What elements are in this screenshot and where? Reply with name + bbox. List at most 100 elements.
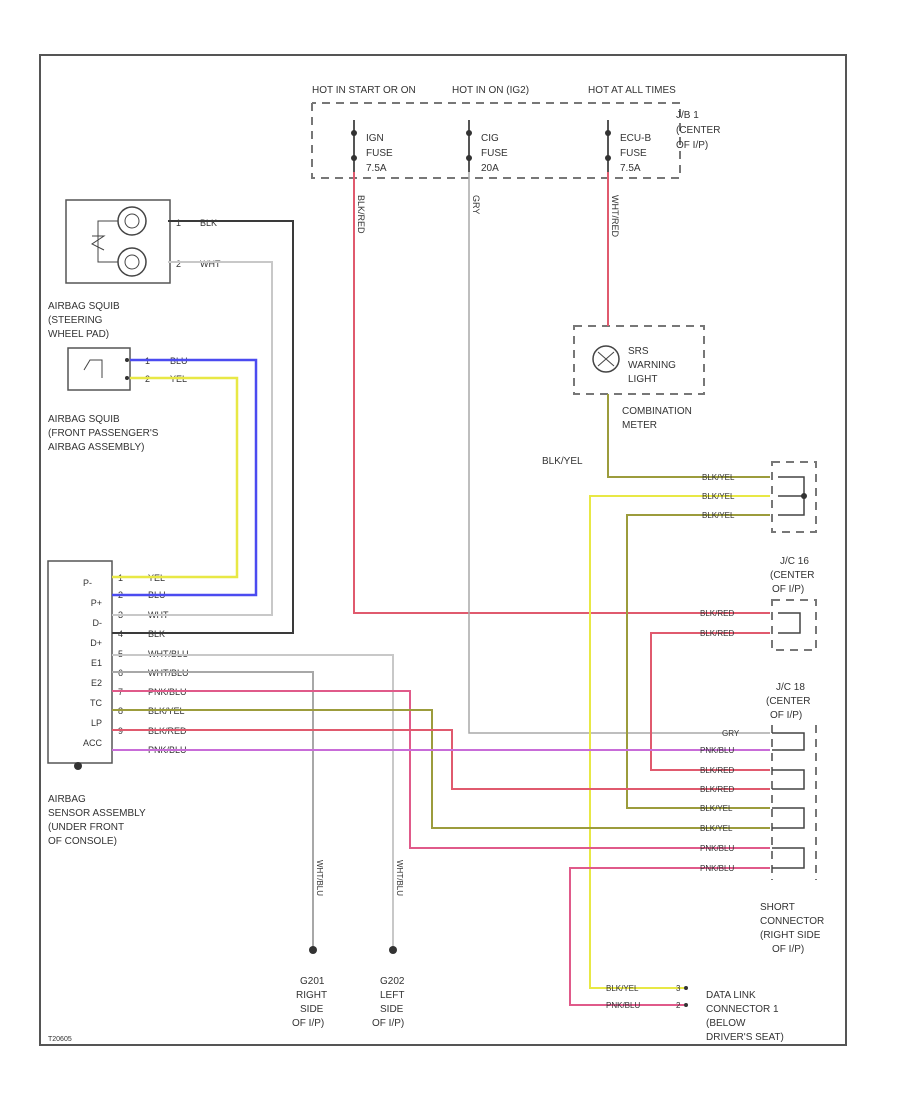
fuse-ecu-b-label: FUSE xyxy=(620,148,647,159)
wire-blk-yel-lamp xyxy=(607,394,770,478)
fuse-ign-rating: 7.5A xyxy=(366,163,387,174)
fuse-ign-label: FUSE xyxy=(366,148,393,159)
wire-blk-yel-dlc xyxy=(589,495,770,989)
jc13-wire-2: PNK/BLU xyxy=(700,746,734,755)
g202-name: G202 xyxy=(380,976,405,987)
fuse-cig-rating: 20A xyxy=(481,163,499,174)
sensor-terminal-8: LP xyxy=(91,718,102,728)
wire-blk-red-acc xyxy=(112,729,770,790)
jc13-wire-1: GRY xyxy=(722,729,740,738)
wire-wht-blu-g201 xyxy=(112,654,394,948)
fuse-box: HOT IN START OR ON HOT IN ON (IG2) HOT A… xyxy=(311,85,720,179)
fuse-ecu-b: ECU-B FUSE 7.5A xyxy=(605,120,651,174)
wire-blu-passenger xyxy=(112,358,258,597)
g201-label-1: RIGHT xyxy=(296,990,327,1001)
jc16-label-3: OF I/P) xyxy=(772,584,804,595)
lamp-wire-label: BLK/YEL xyxy=(542,456,583,467)
steering-pad-label-3: WHEEL PAD) xyxy=(48,329,109,340)
short-connector-label-2: CONNECTOR xyxy=(760,916,824,927)
jc18-label-2: (CENTER xyxy=(766,696,810,707)
srs-warning-lamp: SRS WARNING LIGHT COMBINATION METER xyxy=(573,325,705,431)
steering-pad-pin-2: 2 xyxy=(176,259,181,269)
sensor-terminal-9: ACC xyxy=(83,738,103,748)
steering-pad-squib: AIRBAG SQUIB (STEERING WHEEL PAD) xyxy=(48,199,171,340)
wire-gry-cig xyxy=(468,172,770,734)
sensor-terminal-6: E2 xyxy=(91,678,102,688)
g201-name: G201 xyxy=(300,976,325,987)
wire-wht-blu-g202 xyxy=(112,671,314,948)
jc18-wire-2: BLK/RED xyxy=(700,629,734,638)
meter-label-2: METER xyxy=(622,420,657,431)
fuse-ign: IGN FUSE 7.5A xyxy=(351,120,393,174)
sensor-terminal-4: D+ xyxy=(90,638,102,648)
jc13-wire-7: PNK/BLU xyxy=(700,844,734,853)
jc13-wire-3: BLK/RED xyxy=(700,766,734,775)
sensor-label-4: OF CONSOLE) xyxy=(48,836,117,847)
fuse-wire-label-3: WHT/RED xyxy=(610,195,620,237)
airbag-sensor-assembly: P- P+ D- D+ E1 E2 TC LP ACC AIRBAG SENSO… xyxy=(47,560,146,847)
passenger-squib: AIRBAG SQUIB (FRONT PASSENGER'S AIRBAG A… xyxy=(48,347,159,453)
wire-blk-steering xyxy=(112,220,294,634)
fuse-wire-label-2: GRY xyxy=(471,195,481,214)
jc18-label-1: J/C 18 xyxy=(776,682,805,693)
figure-id: T20605 xyxy=(48,1036,72,1043)
jc13-wire-6: BLK/YEL xyxy=(700,824,733,833)
jc13-wire-4: BLK/RED xyxy=(700,785,734,794)
dlc-label-1: DATA LINK xyxy=(706,990,756,1001)
steering-pad-wire-2: WHT xyxy=(200,259,221,269)
wire-blk-yel-jc13 xyxy=(626,514,770,809)
g201-label-2: SIDE xyxy=(300,1004,324,1015)
wire-blk-yel-lp xyxy=(112,709,770,829)
g202-label-2: SIDE xyxy=(380,1004,404,1015)
jc16-wire-1: BLK/YEL xyxy=(702,473,735,482)
fuse-cig-name: CIG xyxy=(481,133,499,144)
fuse-ecu-b-rating: 7.5A xyxy=(620,163,641,174)
jc18-label-3: OF I/P) xyxy=(770,710,802,721)
wire-blk-red-ign xyxy=(353,172,770,614)
lamp-label-1: SRS xyxy=(628,346,649,357)
steering-pad-pin-1: 1 xyxy=(176,218,181,228)
steering-pad-label-1: AIRBAG SQUIB xyxy=(48,301,120,312)
jc18-wire-1: BLK/RED xyxy=(700,609,734,618)
dlc-label-3: (BELOW xyxy=(706,1018,746,1029)
sensor-terminal-5: E1 xyxy=(91,658,102,668)
sensor-wire-labels: YEL BLU WHT BLK WHT/BLU WHT/BLU PNK/BLU … xyxy=(148,573,189,755)
data-link-connector: 3 2 DATA LINK CONNECTOR 1 (BELOW DRIVER'… xyxy=(676,984,784,1043)
jc13-wire-8: PNK/BLU xyxy=(700,864,734,873)
fuse-ecu-b-name: ECU-B xyxy=(620,133,651,144)
fuse-cig: CIG FUSE 20A xyxy=(466,120,508,174)
wire-blk-red-jc18 xyxy=(650,632,770,771)
g202-label-3: OF I/P) xyxy=(372,1018,404,1029)
steering-pad-wire-1: BLK xyxy=(200,218,217,228)
fuse-box-header-3: HOT AT ALL TIMES xyxy=(588,85,676,96)
dlc-pin-2: 2 xyxy=(676,1001,681,1010)
passenger-squib-label-1: AIRBAG SQUIB xyxy=(48,414,120,425)
fuse-ign-name: IGN xyxy=(366,133,384,144)
sensor-terminal-3: D- xyxy=(93,618,103,628)
wire-pnk-blu-dlc xyxy=(569,867,770,1006)
fuse-box-location-2: (CENTER xyxy=(676,125,720,136)
wire-yel-passenger xyxy=(112,376,239,579)
fuse-box-header-1: HOT IN START OR ON xyxy=(312,85,416,96)
ground-g201: WHT/BLU G201 RIGHT SIDE OF I/P) xyxy=(292,860,327,1029)
g201-label-3: OF I/P) xyxy=(292,1018,324,1029)
dlc-label-2: CONNECTOR 1 xyxy=(706,1004,779,1015)
passenger-squib-label-2: (FRONT PASSENGER'S xyxy=(48,428,159,439)
junction-connector-13 xyxy=(771,725,817,880)
jc16-label-1: J/C 16 xyxy=(780,556,809,567)
fuse-cig-label: FUSE xyxy=(481,148,508,159)
g201-wire: WHT/BLU xyxy=(315,860,324,896)
jc16-label-2: (CENTER xyxy=(770,570,814,581)
sensor-terminal-1: P- xyxy=(83,578,92,588)
dlc-label-4: DRIVER'S SEAT) xyxy=(706,1032,784,1043)
steering-pad-label-2: (STEERING xyxy=(48,315,103,326)
g202-wire: WHT/BLU xyxy=(395,860,404,896)
fuse-wire-label-1: BLK/RED xyxy=(356,195,366,234)
meter-label-1: COMBINATION xyxy=(622,406,692,417)
dlc-wire-1: BLK/YEL xyxy=(606,984,639,993)
wire-harness xyxy=(112,172,770,1006)
jc16-wire-3: BLK/YEL xyxy=(702,511,735,520)
sensor-label-3: (UNDER FRONT xyxy=(48,822,124,833)
ground-g202: WHT/BLU G202 LEFT SIDE OF I/P) xyxy=(372,860,405,1029)
